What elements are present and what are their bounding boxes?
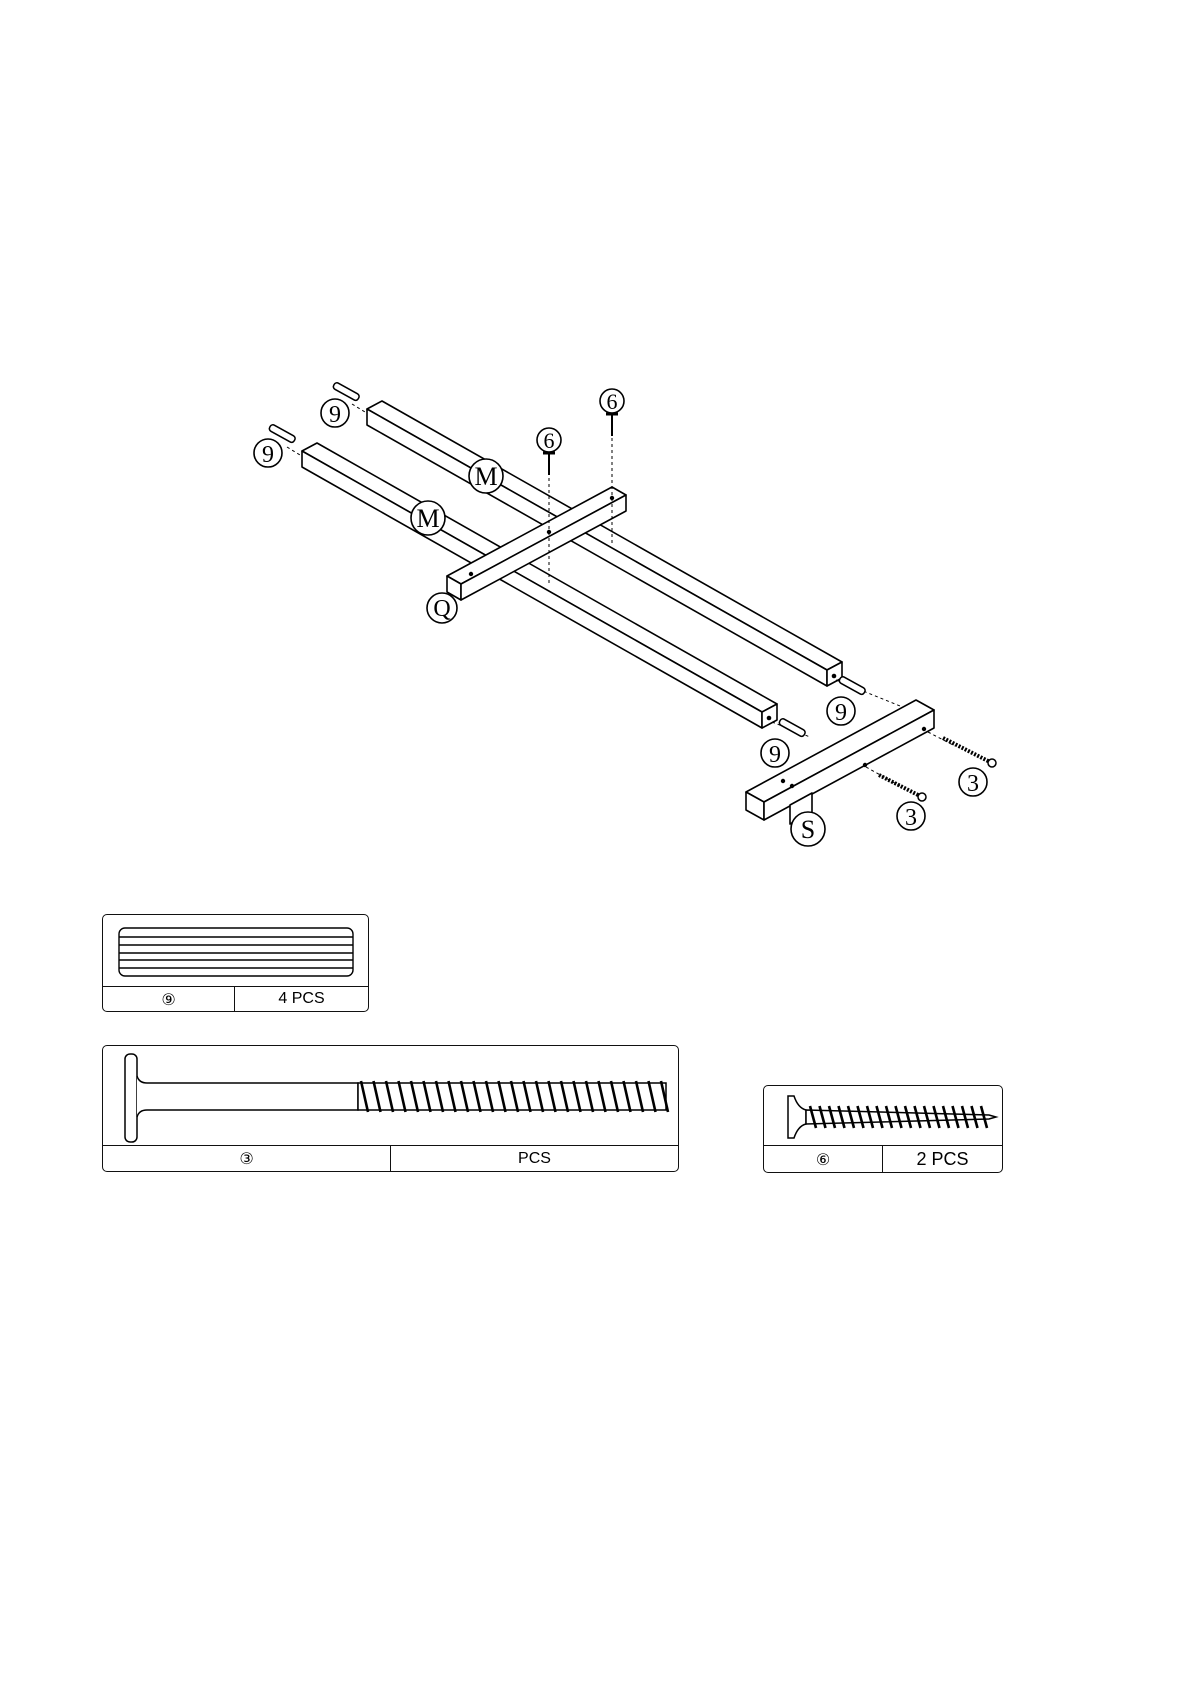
- bolt-icon: [103, 1046, 677, 1146]
- hardware-quantity: 2 PCS: [882, 1146, 1002, 1172]
- screw-icon: [764, 1086, 1001, 1148]
- assembly-diagram: M M Q S 9 9 9 9 6 6 3 3: [0, 0, 1191, 880]
- label-dowel-4: 9: [769, 742, 781, 768]
- hardware-part-number: ⑨: [103, 987, 234, 1011]
- label-screw-6-a: 6: [544, 428, 555, 453]
- hardware-box-bolt: ③ PCS: [102, 1045, 679, 1172]
- label-part-m-front: M: [416, 504, 439, 533]
- label-part-q: Q: [433, 596, 450, 622]
- label-bolt-3-a: 3: [967, 771, 979, 797]
- label-dowel-1: 9: [329, 402, 341, 428]
- dowels: [268, 382, 866, 738]
- hardware-quantity: 4 PCS: [234, 987, 368, 1011]
- label-part-m-back: M: [474, 462, 497, 491]
- label-dowel-3: 9: [835, 700, 847, 726]
- label-dowel-2: 9: [262, 442, 274, 468]
- label-part-s: S: [801, 815, 815, 844]
- hardware-part-number: ③: [103, 1146, 390, 1171]
- dowel-icon: [103, 915, 367, 989]
- label-bolt-3-b: 3: [905, 805, 917, 831]
- hardware-box-dowel: ⑨ 4 PCS: [102, 914, 369, 1012]
- hardware-quantity: PCS: [390, 1146, 678, 1171]
- hardware-part-number: ⑥: [764, 1146, 882, 1172]
- hardware-box-screw: ⑥ 2 PCS: [763, 1085, 1003, 1173]
- label-screw-6-b: 6: [607, 389, 618, 414]
